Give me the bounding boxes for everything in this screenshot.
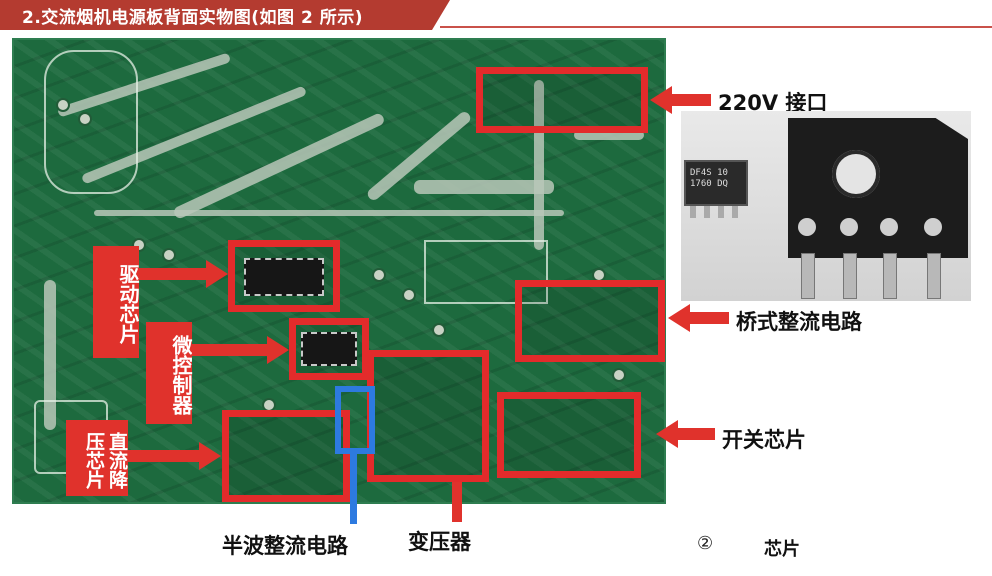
small-lead-1	[690, 206, 696, 218]
caption-number: ②	[697, 533, 714, 554]
pin-mark-4	[924, 218, 942, 236]
mounting-hole	[832, 150, 880, 198]
title-bar	[0, 0, 450, 30]
small-lead-4	[732, 206, 738, 218]
pcb-traces	[14, 40, 664, 502]
drive-chip-tag: 驱动芯片	[93, 246, 140, 358]
transformer-box	[367, 350, 489, 482]
half-wave-label: 半波整流电路	[222, 534, 348, 558]
port-220v-box	[476, 67, 648, 133]
half-wave-box	[335, 386, 375, 454]
caption-text: 芯片	[764, 539, 800, 560]
bridge-rect-label: 桥式整流电路	[736, 310, 862, 334]
bridge-rect-arrow-shaft	[689, 312, 729, 324]
bridge-rect-arrow-head	[668, 304, 690, 332]
figure-title: 2.交流烟机电源板背面实物图(如图 2 所示)	[22, 8, 363, 28]
small-bridge-rectifier: DF4S 10 1760 DQ	[684, 160, 748, 206]
pin-mark-1	[798, 218, 816, 236]
drive-chip-arrow-shaft	[139, 268, 207, 280]
switch-chip-arrow-head	[656, 420, 678, 448]
mcu-arrow-head	[267, 336, 289, 364]
switch-chip-box	[497, 392, 641, 478]
mcu-label: 微控制器	[169, 335, 193, 415]
port-220v-arrow-shaft	[671, 94, 711, 106]
pin-mark-2	[840, 218, 858, 236]
mcu-arrow-shaft	[192, 344, 268, 356]
port-220v-arrow-head	[650, 86, 672, 114]
title-rule	[440, 26, 992, 28]
small-bridge-marking: DF4S 10 1760 DQ	[690, 168, 728, 189]
large-bridge-rectifier	[788, 118, 968, 258]
dc-step-down-label: 直流降压芯片	[83, 431, 128, 489]
drive-chip	[244, 258, 324, 296]
transformer-leader	[452, 482, 462, 522]
dc-step-down-tag: 直流降压芯片	[66, 420, 128, 496]
half-wave-leader	[350, 452, 357, 524]
lead-1	[801, 253, 815, 299]
transformer-label: 变压器	[408, 530, 471, 554]
bridge-rectifier-box	[515, 280, 665, 362]
mcu-tag: 微控制器	[146, 322, 193, 424]
switch-chip-arrow-shaft	[677, 428, 715, 440]
dc-step-down-arrow-shaft	[128, 450, 200, 462]
mcu-chip	[301, 332, 357, 366]
dc-step-down-box	[222, 410, 350, 502]
pin-mark-3	[880, 218, 898, 236]
drive-chip-label: 驱动芯片	[116, 264, 140, 344]
lead-4	[927, 253, 941, 299]
lead-3	[883, 253, 897, 299]
lead-2	[843, 253, 857, 299]
dc-step-down-arrow-head	[199, 442, 221, 470]
switch-chip-label: 开关芯片	[722, 428, 806, 452]
drive-chip-arrow-head	[206, 260, 228, 288]
small-lead-2	[704, 206, 710, 218]
small-lead-3	[718, 206, 724, 218]
